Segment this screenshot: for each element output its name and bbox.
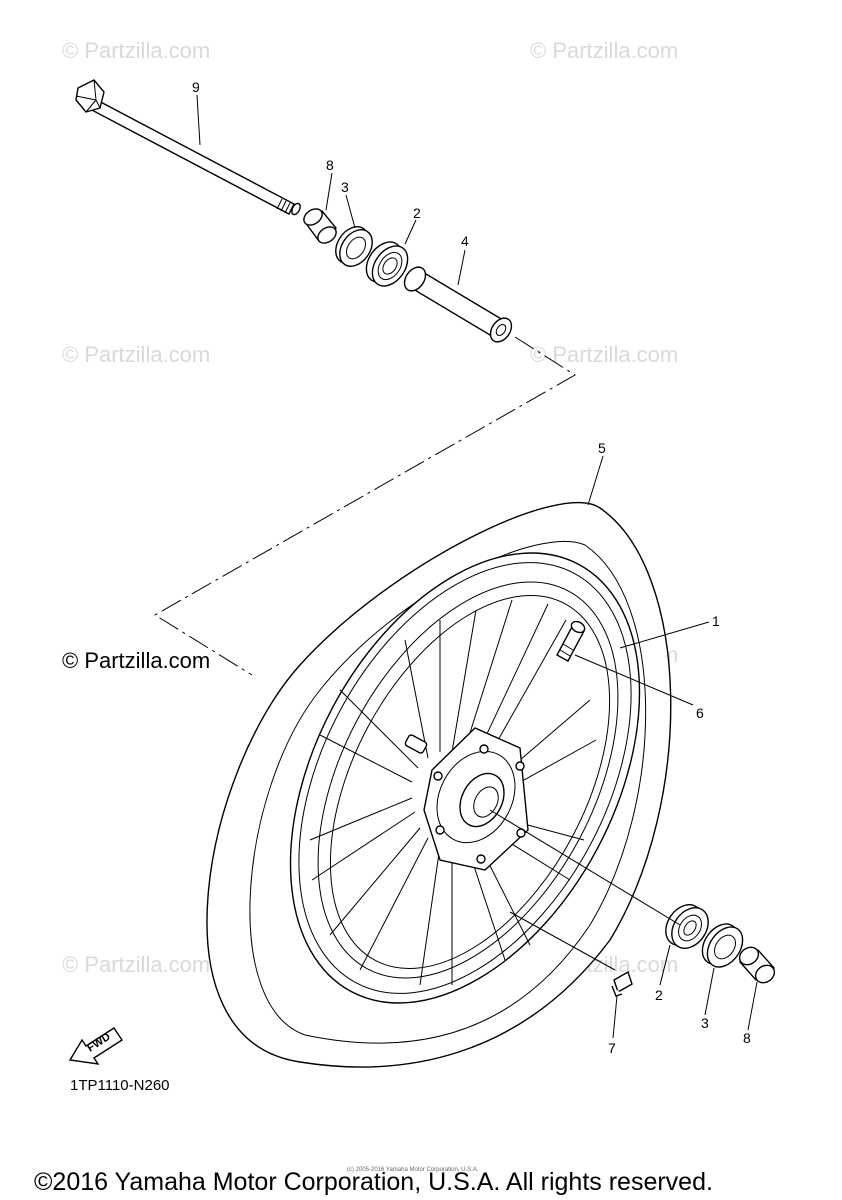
watermark-top-right: © Partzilla.com — [530, 38, 678, 63]
oil-seal-bottom — [701, 923, 744, 968]
diagram-code: 1TP1110-N260 — [70, 1077, 170, 1094]
watermark-top-left: © Partzilla.com — [62, 38, 210, 63]
watermark-mid-left: © Partzilla.com — [62, 342, 210, 367]
tire-valve — [556, 620, 586, 662]
watermark-bottom-left: © Partzilla.com — [62, 952, 210, 977]
wheel-spacer — [403, 266, 513, 343]
fwd-arrow-icon: FWD — [68, 1027, 123, 1065]
watermark-main: © Partzilla.com — [62, 648, 210, 673]
callout-1: 1 — [712, 613, 720, 629]
collar-top — [303, 208, 338, 244]
bearing-top — [365, 241, 409, 287]
collar-bottom — [738, 946, 776, 984]
callout-2-top: 2 — [413, 205, 421, 221]
callout-5: 5 — [598, 440, 606, 456]
watermark-mid-right: © Partzilla.com — [530, 342, 678, 367]
callout-2-bottom: 2 — [655, 987, 663, 1003]
axle-head-bolt — [75, 79, 105, 113]
callout-8-bottom: 8 — [743, 1030, 751, 1046]
callout-4: 4 — [461, 233, 469, 249]
bearing-bottom — [665, 904, 709, 949]
wheel-spokes — [309, 599, 597, 986]
wheel-hub — [404, 727, 529, 871]
axle-shaft — [87, 97, 301, 216]
callout-8-top: 8 — [326, 157, 334, 173]
callout-3-top: 3 — [341, 179, 349, 195]
callout-3-bottom: 3 — [701, 1015, 709, 1031]
assembly-axis-line — [154, 336, 576, 676]
fine-print: (c) 2005-2016 Yamaha Motor Corporation, … — [347, 1167, 479, 1173]
balance-weight — [611, 970, 633, 997]
callout-7: 7 — [608, 1040, 616, 1056]
oil-seal-top — [335, 226, 373, 267]
leader-lines — [196, 94, 758, 1039]
callout-6: 6 — [696, 705, 704, 721]
copyright-footer: ©2016 Yamaha Motor Corporation, U.S.A. A… — [34, 1168, 713, 1196]
callout-9: 9 — [192, 79, 200, 95]
